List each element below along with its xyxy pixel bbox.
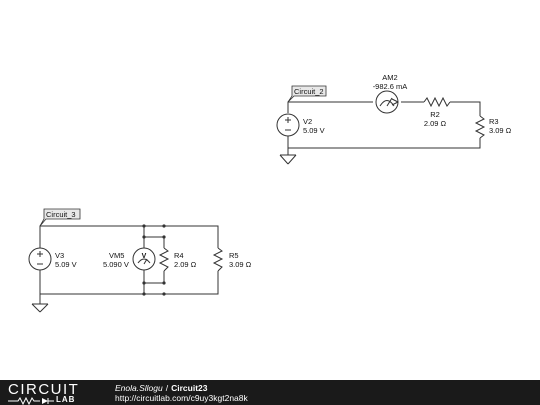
circuit-name-link[interactable]: Circuit23 [171,383,208,393]
circuitlab-logo[interactable]: CIRCUIT LAB [8,381,108,405]
author-link[interactable]: Enola.Sllogu [115,383,163,393]
logo-lab-text: LAB [56,395,76,404]
ground-symbol-circuit-2 [279,154,297,165]
r5-resistor[interactable] [212,247,224,272]
r2-value-label: 2.09 Ω [424,119,447,128]
vm5-name-label: VM5 [109,251,124,260]
schematic-canvas[interactable]: Circuit_2 Circuit_3 AM2 -982.6 mA V2 5.0… [0,0,540,380]
r5-name-label: R5 [229,251,239,260]
v2-voltage-source[interactable] [276,113,300,137]
net-label-circuit-2[interactable]: Circuit_2 [287,85,327,103]
am2-name-label: AM2 [382,73,397,82]
ground-symbol-circuit-3 [31,303,49,313]
footer-bar: CIRCUIT LAB Enola.Sllogu/Circuit23 http:… [0,380,540,405]
logo-top-text: CIRCUIT [8,381,80,398]
r3-name-label: R3 [489,117,499,126]
v2-value-label: 5.09 V [303,126,325,135]
v3-voltage-source[interactable] [28,247,52,271]
r4-resistor[interactable] [158,247,170,272]
am2-value-label: -982.6 mA [373,82,408,91]
r5-value-label: 3.09 Ω [229,260,252,269]
net-label-circuit-2-text: Circuit_2 [294,87,324,96]
v2-name-label: V2 [303,117,312,126]
v3-name-label: V3 [55,251,64,260]
am2-ammeter[interactable] [375,90,399,114]
vm5-value-label: 5.090 V [103,260,129,269]
v3-value-label: 5.09 V [55,260,77,269]
net-label-circuit-3-text: Circuit_3 [46,210,76,219]
footer-info: Enola.Sllogu/Circuit23 http://circuitlab… [115,383,248,403]
vm5-voltmeter[interactable] [132,247,156,271]
breadcrumb-separator: / [165,383,169,393]
r4-value-label: 2.09 Ω [174,260,197,269]
circuit-3-wires [39,225,219,304]
logo-resistor-icon [8,396,54,405]
net-label-circuit-3[interactable]: Circuit_3 [39,208,81,227]
vm5-symbol-letter: V [142,253,147,260]
r4-name-label: R4 [174,251,184,260]
circuit-url-link[interactable]: http://circuitlab.com/c9uy3kgt2na8k [115,393,248,403]
r2-name-label: R2 [430,110,440,119]
r2-resistor[interactable] [423,96,451,108]
r3-resistor[interactable] [474,115,486,139]
r3-value-label: 3.09 Ω [489,126,512,135]
junction-dots [142,224,166,296]
